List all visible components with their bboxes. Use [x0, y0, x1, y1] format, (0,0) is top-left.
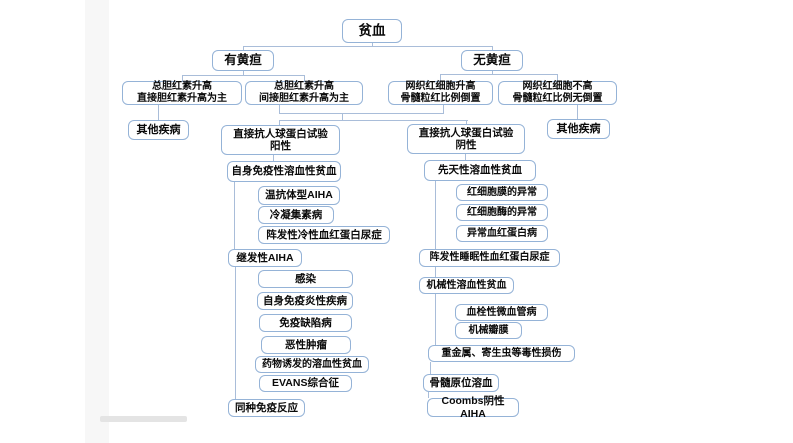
connector-line: [372, 43, 374, 46]
connector-line: [182, 75, 184, 81]
connector-line: [435, 294, 437, 345]
node-mechanical-valve: 机械瓣膜: [455, 322, 522, 339]
node-abnormal-hemoglobin: 异常血红蛋白病: [456, 225, 548, 242]
gray-bar-artifact: [100, 416, 187, 422]
connector-line: [273, 155, 275, 161]
node-dat-negative: 直接抗人球蛋白试验 阴性: [407, 124, 525, 154]
connector-line: [440, 74, 557, 76]
node-drug-induced: 药物诱发的溶血性贫血: [255, 356, 369, 373]
connector-line: [279, 120, 468, 122]
connector-line: [492, 71, 494, 74]
node-tbil-indirect: 总胆红素升高 间接胆红素升高为主: [245, 81, 363, 105]
node-autoimmune-inflammatory: 自身免疫炎性疾病: [257, 292, 353, 310]
node-jaundice-no: 无黄疸: [461, 50, 523, 71]
node-coombs-negative: Coombs阴性AIHA: [427, 395, 519, 420]
connector-line: [466, 120, 468, 124]
connector-line: [435, 267, 437, 277]
node-anemia: 贫血: [342, 19, 402, 43]
connector-line: [279, 113, 444, 115]
node-mechanical: 机械性溶血性贫血: [419, 277, 514, 294]
connector-line: [158, 105, 160, 120]
node-alloimmune: 同种免疫反应: [228, 399, 305, 417]
connector-line: [243, 46, 245, 51]
node-congenital: 先天性溶血性贫血: [424, 160, 536, 181]
connector-line: [428, 392, 430, 398]
node-evans: EVANS综合征: [259, 375, 352, 392]
connector-line: [342, 113, 344, 120]
connector-line: [279, 105, 281, 113]
connector-line: [435, 181, 437, 249]
node-dat-positive: 直接抗人球蛋白试验 阳性: [221, 125, 340, 155]
connector-line: [492, 46, 494, 51]
node-secondary-aiha: 继发性AIHA: [228, 249, 302, 267]
connector-line: [279, 120, 281, 125]
connector-line: [304, 75, 306, 81]
node-rbc-enzyme: 红细胞酶的异常: [456, 204, 548, 221]
node-tma: 血栓性微血管病: [455, 304, 548, 321]
node-toxic-injury: 重金属、寄生虫等毒性损伤: [428, 345, 575, 362]
node-rbc-membrane: 红细胞膜的异常: [456, 184, 548, 201]
connector-line: [577, 105, 579, 119]
node-pnh: 阵发性睡眠性血红蛋白尿症: [419, 249, 560, 267]
node-immunodeficiency: 免疫缺陷病: [259, 314, 352, 332]
connector-line: [557, 74, 559, 81]
node-jaundice-yes: 有黄疸: [212, 50, 274, 71]
node-retic-not-high: 网织红细胞不高 骨髓粒红比例无倒置: [498, 81, 617, 105]
connector-line: [234, 182, 236, 249]
node-cold-agglutinin: 冷凝集素病: [258, 206, 334, 224]
connector-line: [235, 267, 237, 399]
node-retic-high: 网织红细胞升高 骨髓粒红比例倒置: [388, 81, 493, 105]
connector-line: [440, 74, 442, 81]
node-marrow-hemolysis: 骨髓原位溶血: [423, 374, 499, 392]
node-infection: 感染: [258, 270, 353, 288]
node-pch: 阵发性冷性血红蛋白尿症: [258, 226, 390, 244]
node-aiha: 自身免疫性溶血性贫血: [227, 161, 341, 182]
connector-line: [182, 75, 304, 77]
node-other-disease-right: 其他疾病: [547, 119, 610, 139]
connector-line: [243, 46, 492, 48]
node-warm-aiha: 温抗体型AIHA: [258, 186, 340, 205]
node-other-disease-left: 其他疾病: [128, 120, 189, 140]
page-edge-shadow: [85, 0, 109, 443]
connector-line: [430, 362, 432, 374]
node-tbil-direct: 总胆红素升高 直接胆红素升高为主: [122, 81, 242, 105]
connector-line: [243, 71, 245, 75]
connector-line: [465, 154, 467, 160]
connector-line: [443, 105, 445, 113]
node-malignancy: 恶性肿瘤: [261, 336, 351, 354]
